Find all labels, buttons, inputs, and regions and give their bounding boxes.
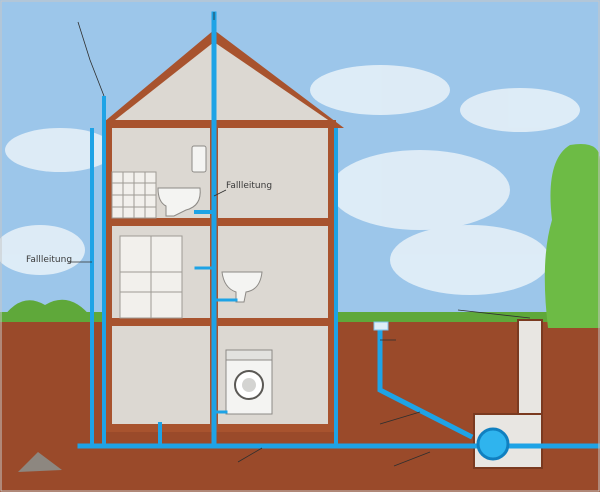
tree-right xyxy=(544,144,600,328)
attic xyxy=(110,42,334,124)
clouds xyxy=(0,65,580,295)
cabinet-icon xyxy=(119,235,183,319)
bathroom-tiles xyxy=(111,171,157,219)
room-basement-left xyxy=(112,326,210,424)
toilet-icon xyxy=(157,145,207,217)
rainwater-pipe xyxy=(377,327,474,440)
cleanout-cap xyxy=(476,427,510,461)
sink-icon xyxy=(221,271,263,303)
label-fallleitung-upper: Fallleitung xyxy=(226,181,272,191)
drain-pipes xyxy=(77,11,600,449)
gully-inlet xyxy=(373,321,389,331)
washing-machine-icon xyxy=(225,349,273,415)
rock xyxy=(18,452,62,472)
leader-lines xyxy=(68,12,531,467)
label-fallleitung-left: Fallleitung xyxy=(26,255,72,265)
room-upper-right xyxy=(218,128,328,218)
bush-left xyxy=(0,299,92,322)
